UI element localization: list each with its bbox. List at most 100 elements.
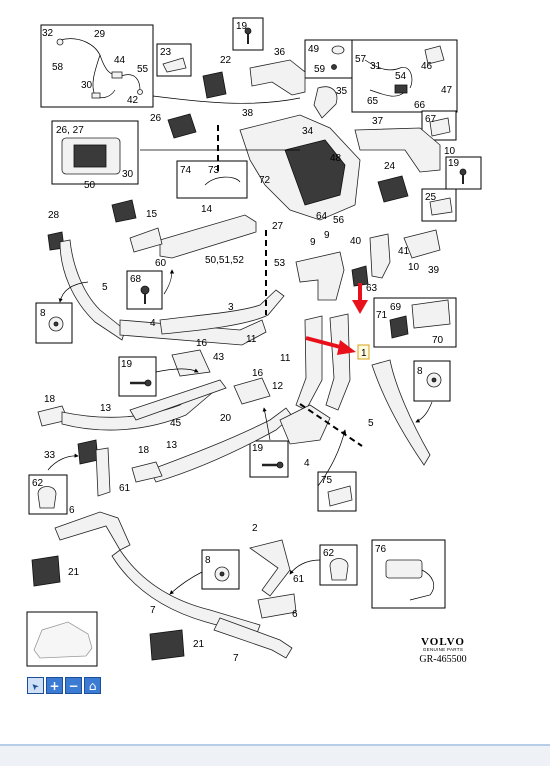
brand-block: VOLVO GENUINE PARTS GR-465500: [412, 636, 474, 665]
vent-63: [351, 265, 369, 287]
duct-3: [159, 289, 285, 335]
callout-54: 54: [395, 71, 407, 82]
inset-box-8-right: [413, 360, 451, 402]
callout-19-mid-left: 19: [121, 359, 133, 370]
inset-box-19-mid-left: [118, 356, 157, 397]
callout-41: 41: [398, 246, 410, 257]
plus-icon: +: [49, 678, 60, 693]
zoom-in-button[interactable]: +: [46, 677, 63, 694]
clip-75: [327, 485, 353, 507]
callout-15: 15: [146, 209, 158, 220]
select-tool-button[interactable]: ➤: [27, 677, 44, 694]
zoom-out-button[interactable]: −: [65, 677, 82, 694]
callout-68: 68: [130, 274, 142, 285]
callout-28: 28: [48, 210, 60, 221]
callout-47: 47: [441, 85, 453, 96]
duct-53: [295, 251, 345, 301]
callout-31: 31: [370, 61, 382, 72]
callout-8-right: 8: [417, 366, 423, 377]
clip-8-right: [426, 372, 442, 388]
callout-4-left: 4: [150, 318, 156, 329]
leader-75: [317, 429, 347, 487]
callout-19-right: 19: [448, 158, 460, 169]
wiring-harness: [56, 38, 143, 99]
callout-39: 39: [428, 265, 440, 276]
diagram-reference: GR-465500: [419, 654, 467, 665]
duct-4-left: [119, 319, 267, 346]
leader-19-mid: [262, 407, 271, 441]
callout-64: 64: [316, 211, 328, 222]
vent-26: [167, 113, 197, 139]
callout-32: 32: [42, 28, 54, 39]
callout-36: 36: [274, 47, 286, 58]
callout-69: 69: [390, 302, 402, 313]
inset-box-19-mid: [249, 440, 289, 478]
pointer-icon: ➤: [28, 679, 42, 693]
home-button[interactable]: ⌂: [84, 677, 101, 694]
leader-wiring: [152, 95, 301, 104]
callout-11-b: 11: [280, 353, 291, 364]
callout-24: 24: [384, 161, 396, 172]
callout-72: 72: [259, 175, 271, 186]
bottom-bar: [0, 744, 550, 766]
callout-6-right: 6: [292, 609, 298, 620]
duct-7-lower: [213, 617, 293, 659]
trim-21-bottom: [149, 629, 185, 661]
callout-35: 35: [336, 86, 348, 97]
callout-16-b: 16: [252, 368, 264, 379]
callout-13-lower: 13: [166, 440, 178, 451]
leader-8-left: [58, 281, 89, 303]
callout-44: 44: [114, 55, 126, 66]
callout-27: 27: [272, 221, 284, 232]
duct-12: [233, 377, 271, 405]
callout-labels: 1 2 3 4 4 5 5 6 6 7 7 8 8 8 9 9 10 10 11…: [32, 21, 460, 664]
callout-29: 29: [94, 29, 106, 40]
callout-18-lower: 18: [138, 445, 150, 456]
callout-10-a: 10: [444, 146, 456, 157]
duct-2-61-6: [249, 539, 297, 619]
dashed-line-lower: [299, 403, 363, 447]
callout-9-b: 9: [324, 230, 330, 241]
clip-23: [162, 57, 187, 73]
duct-11-right: [325, 313, 351, 411]
duct-61-left: [95, 447, 111, 497]
callout-45: 45: [170, 418, 182, 429]
callout-58: 58: [52, 62, 64, 73]
leader-19-mid-left: [155, 368, 199, 373]
callout-7-bottom: 7: [233, 653, 239, 664]
callout-67: 67: [425, 114, 437, 125]
callout-53: 53: [274, 258, 286, 269]
highlight-arrow-right: [305, 336, 356, 355]
callout-62-left: 62: [32, 478, 44, 489]
callout-42: 42: [127, 95, 139, 106]
duct-37: [354, 127, 441, 173]
callout-30-a: 30: [81, 80, 93, 91]
bracket-15: [129, 227, 163, 253]
heater-core-box: [239, 114, 361, 221]
inset-box-74-73: [176, 160, 248, 199]
car-silhouette: [33, 621, 93, 659]
callout-10-b: 10: [408, 262, 420, 273]
callout-62-bottom: 62: [323, 548, 335, 559]
callout-56: 56: [333, 215, 345, 226]
callout-74: 74: [180, 165, 192, 176]
callout-19-mid: 19: [252, 443, 264, 454]
callout-76: 76: [375, 544, 387, 555]
leader-62-bottom: [289, 559, 321, 575]
trim-21-left: [31, 555, 61, 587]
cable-73: [204, 176, 241, 186]
callout-22: 22: [220, 55, 232, 66]
callout-50: 50: [84, 180, 96, 191]
callout-7-left: 7: [150, 605, 156, 616]
callout-21-left: 21: [68, 567, 80, 578]
screw-19-top: [244, 27, 252, 44]
callout-1: 1: [361, 348, 367, 359]
diagram-toolbar: ➤ + − ⌂: [27, 677, 101, 694]
screw-19-mid-left: [130, 379, 152, 387]
callout-16-a: 16: [196, 338, 208, 349]
callout-63: 63: [366, 283, 378, 294]
duct-14: [159, 214, 257, 259]
module-76: [385, 559, 434, 601]
leader-8-right: [415, 401, 433, 423]
duct-39: [403, 229, 441, 259]
